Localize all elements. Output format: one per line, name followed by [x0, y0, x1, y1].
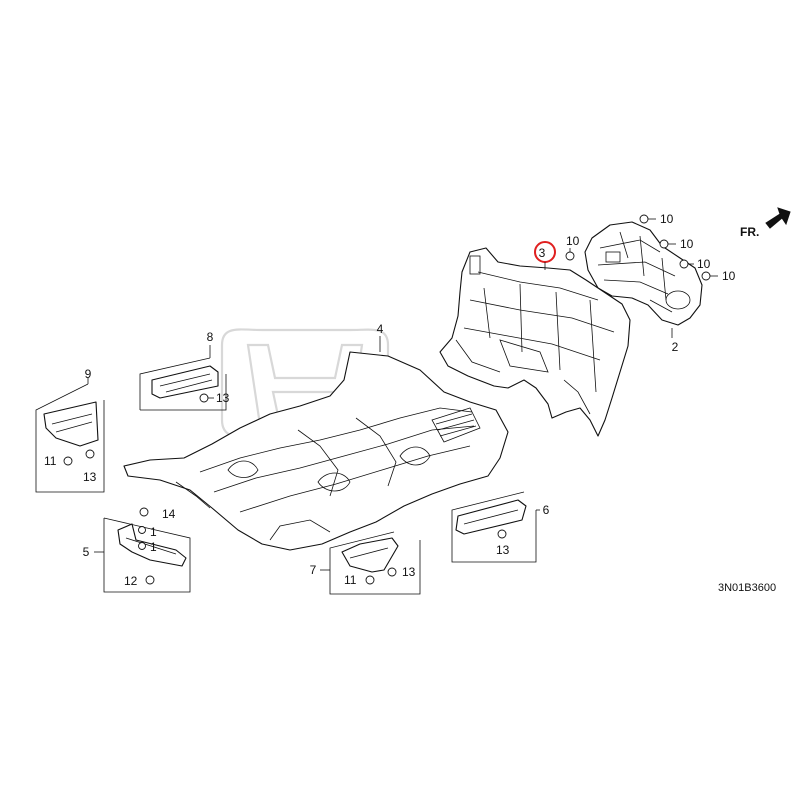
callout-13-part9[interactable]: 13: [83, 470, 97, 484]
part-9-group[interactable]: [35, 378, 105, 493]
callout-13-part6[interactable]: 13: [496, 543, 510, 557]
callout-12[interactable]: 12: [124, 574, 138, 588]
part-5-group[interactable]: [94, 507, 191, 593]
part-7-group[interactable]: [320, 531, 421, 595]
part-3-dash-lower-insulator[interactable]: [439, 247, 631, 437]
front-arrow-icon: [765, 207, 791, 229]
callout-8[interactable]: 8: [207, 330, 214, 344]
clip-markers: [379, 214, 718, 352]
callout-10-upper[interactable]: 10: [680, 237, 694, 251]
callout-13-part8[interactable]: 13: [216, 391, 230, 405]
callout-11-part7[interactable]: 11: [344, 573, 357, 587]
front-label: FR.: [740, 225, 759, 239]
callout-6[interactable]: 6: [543, 503, 550, 517]
part-4-floor-carpet[interactable]: [123, 351, 509, 551]
callout-10-left[interactable]: 10: [566, 234, 580, 248]
callout-7[interactable]: 7: [310, 563, 317, 577]
part-8-group[interactable]: [139, 345, 227, 411]
callout-13-part7[interactable]: 13: [402, 565, 416, 579]
callout-10-top[interactable]: 10: [660, 212, 674, 226]
diagram-code: 3N01B3600: [718, 582, 776, 594]
callout-1-upper[interactable]: 1: [150, 525, 157, 539]
front-indicator: FR.: [740, 207, 791, 239]
callout-3[interactable]: 3: [539, 246, 546, 260]
callout-4[interactable]: 4: [377, 322, 384, 336]
callout-10-right[interactable]: 10: [722, 269, 736, 283]
callout-14[interactable]: 14: [162, 507, 176, 521]
callout-1-lower[interactable]: 1: [150, 540, 157, 554]
callout-11-part9[interactable]: 11: [44, 454, 57, 468]
callout-10-mid[interactable]: 10: [697, 257, 711, 271]
callout-5[interactable]: 5: [83, 545, 90, 559]
part-6-group[interactable]: [451, 491, 540, 563]
callout-9[interactable]: 9: [85, 367, 92, 381]
callout-2[interactable]: 2: [672, 340, 679, 354]
